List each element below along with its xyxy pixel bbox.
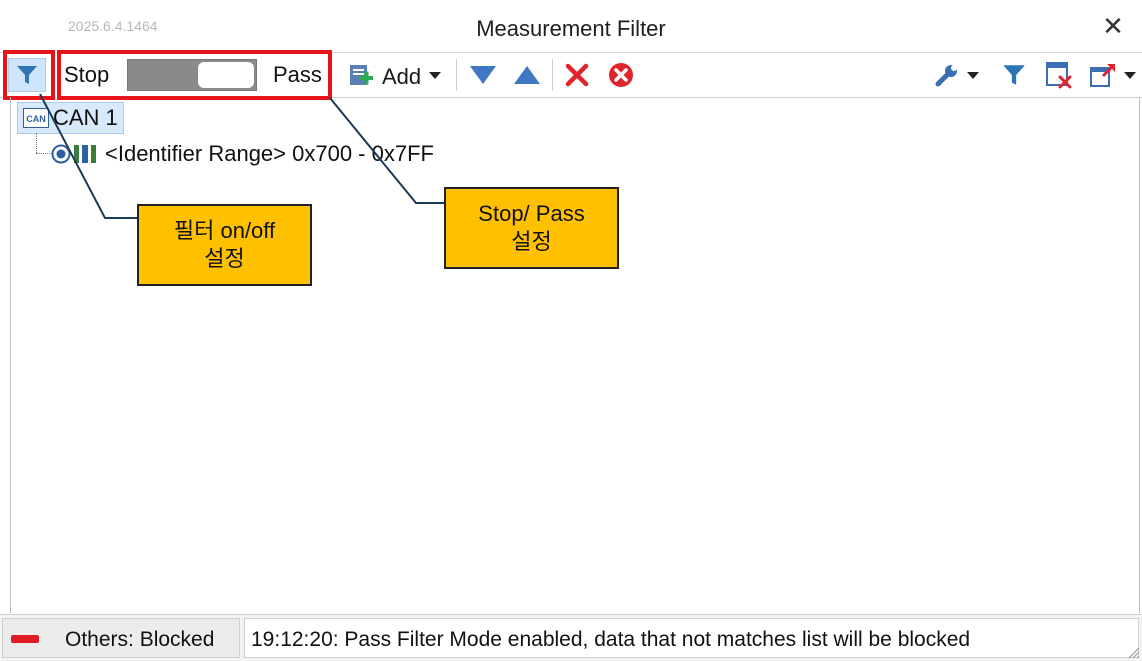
move-up-button[interactable] — [510, 61, 544, 89]
filter-tree: CAN CAN 1 <Identifier Range> 0x700 - 0x7… — [10, 97, 1140, 613]
chevron-down-icon[interactable] — [1124, 72, 1136, 80]
add-filter-icon — [350, 65, 373, 85]
svg-text:CAN: CAN — [26, 114, 46, 124]
delete-all-button[interactable] — [604, 59, 638, 91]
tools-button[interactable] — [932, 61, 962, 89]
others-status-cell: Others: Blocked — [2, 618, 240, 658]
clear-filter-icon — [1046, 62, 1072, 89]
funnel-icon — [1003, 65, 1025, 85]
tree-connector — [36, 153, 56, 154]
callout-line: 설정 — [204, 246, 245, 271]
title-bar: 2025.6.4.1464 Measurement Filter ✕ — [0, 0, 1142, 53]
tree-node-identifier-range[interactable]: <Identifier Range> 0x700 - 0x7FF — [51, 141, 434, 167]
version-label: 2025.6.4.1464 — [68, 18, 158, 34]
funnel-icon — [17, 66, 37, 84]
callout-line: 필터 on/off — [173, 218, 276, 243]
switch-knob — [198, 62, 254, 88]
callout-line: 설정 — [511, 229, 552, 254]
status-message: 19:12:20: Pass Filter Mode enabled, data… — [251, 628, 971, 651]
filter-button[interactable] — [998, 60, 1030, 90]
radio-selected-icon[interactable] — [51, 144, 71, 164]
pass-label: Pass — [273, 62, 322, 87]
stop-pass-callout: Stop/ Pass 설정 — [444, 187, 619, 269]
chevron-down-icon[interactable] — [967, 72, 979, 80]
tree-node-can-1-label: CAN 1 — [53, 105, 118, 130]
add-filter-button[interactable] — [346, 61, 376, 89]
delete-button[interactable] — [562, 61, 592, 89]
status-bar: Others: Blocked 19:12:20: Pass Filter Mo… — [0, 614, 1142, 661]
move-up-icon — [514, 66, 540, 84]
move-down-icon — [470, 66, 496, 84]
delete-icon — [565, 63, 589, 87]
status-message-cell: 19:12:20: Pass Filter Mode enabled, data… — [244, 618, 1139, 658]
clear-filter-button[interactable] — [1042, 60, 1076, 90]
resize-grip-icon[interactable] — [1126, 645, 1140, 659]
toolbar-separator — [552, 59, 553, 91]
chevron-down-icon[interactable] — [429, 72, 441, 80]
signal-range-icon — [74, 145, 96, 163]
delete-all-icon — [609, 63, 633, 87]
tree-node-can-1[interactable]: CAN CAN 1 — [17, 102, 124, 134]
add-menu-button[interactable]: Add — [382, 64, 422, 89]
tree-connector — [36, 133, 37, 153]
toolbar-separator — [456, 59, 457, 91]
others-status-text: Others: Blocked — [65, 628, 215, 651]
wrench-icon — [935, 65, 957, 87]
stop-label: Stop — [64, 62, 110, 87]
tree-node-identifier-range-label: <Identifier Range> 0x700 - 0x7FF — [105, 141, 434, 166]
blocked-indicator-icon — [11, 635, 39, 643]
callout-line: Stop/ Pass — [478, 201, 585, 226]
export-icon — [1090, 63, 1116, 87]
stop-pass-switch[interactable] — [127, 59, 257, 91]
export-button[interactable] — [1086, 60, 1120, 90]
can-channel-icon: CAN — [23, 108, 49, 128]
toolbar: Stop Pass Add — [0, 53, 1142, 98]
window-title: Measurement Filter — [476, 16, 666, 41]
move-down-button[interactable] — [466, 61, 500, 89]
filter-toggle-button[interactable] — [8, 58, 46, 92]
close-button[interactable]: ✕ — [1102, 11, 1124, 41]
filter-toggle-callout: 필터 on/off 설정 — [137, 204, 312, 286]
